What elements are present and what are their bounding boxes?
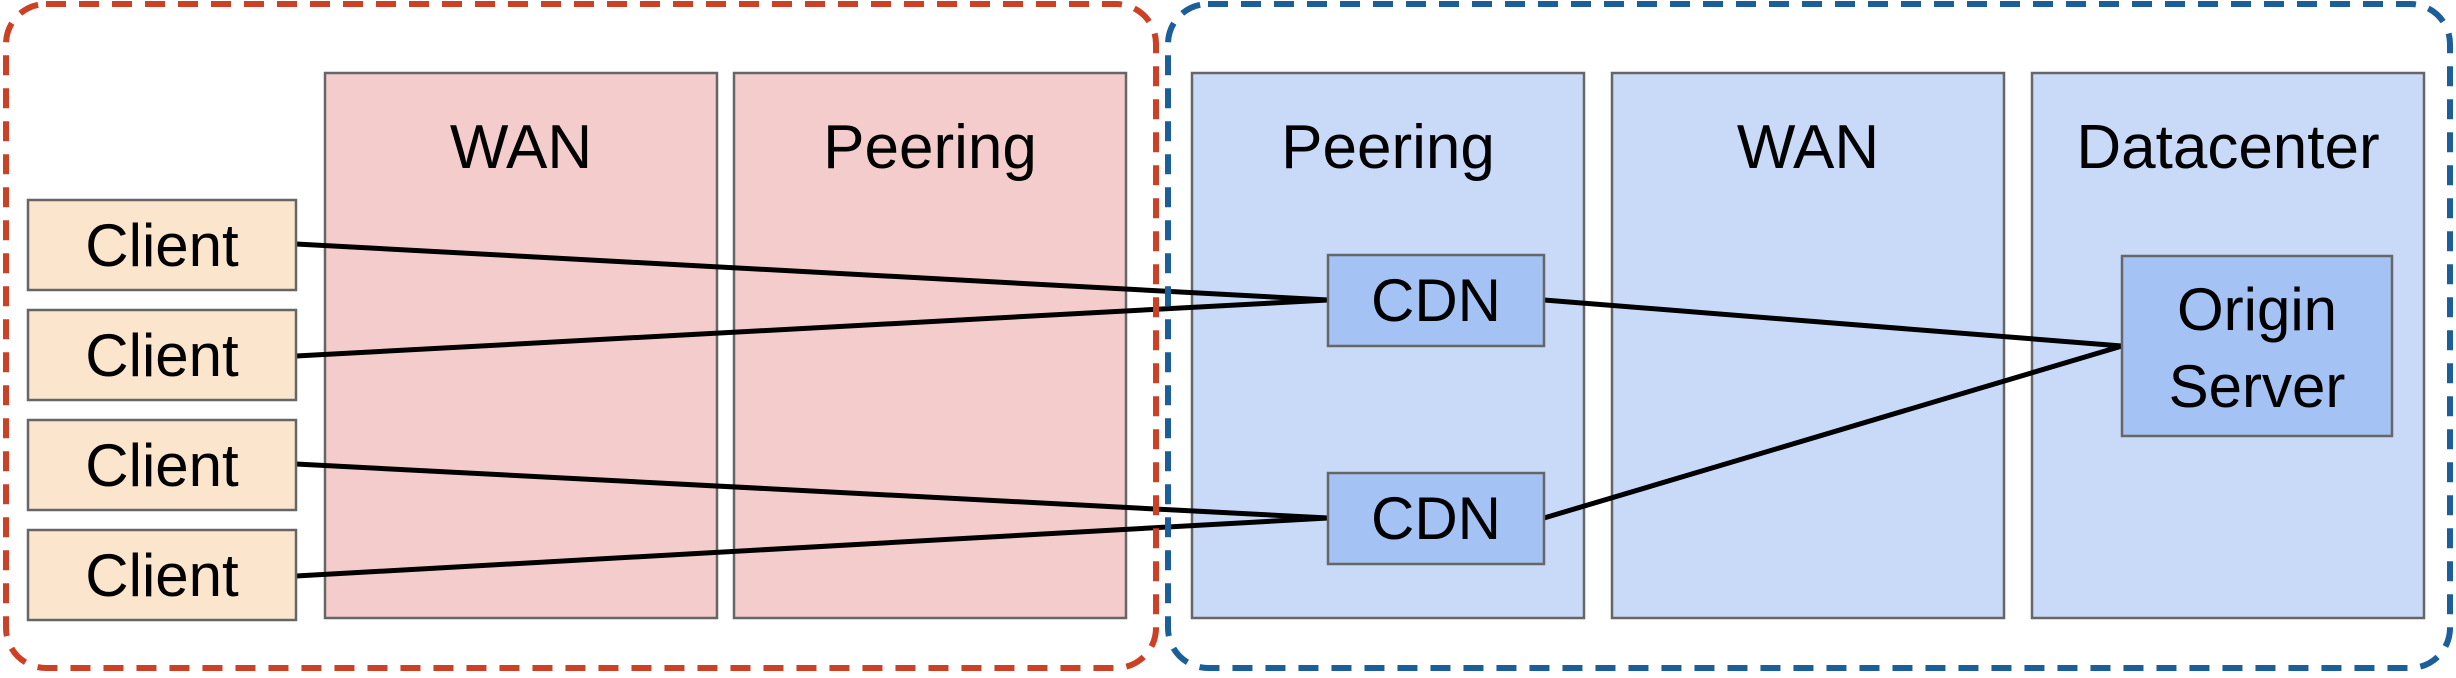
client-label: Client (85, 432, 239, 499)
client-side-group-border (3, 1, 1159, 671)
origin-server-node: Origin Server (2120, 254, 2394, 438)
client-label: Client (85, 212, 239, 279)
link-cdn2-origin (1543, 343, 2123, 521)
zone-peering-left (732, 71, 1128, 620)
zone-peering-left-label: Peering (823, 113, 1037, 182)
cdn-label: CDN (1371, 485, 1501, 552)
zone-datacenter-label: Datacenter (2076, 113, 2379, 182)
zone-peering-right-label: Peering (1281, 113, 1495, 182)
provider-side-group-border (1165, 1, 2453, 671)
zone-wan-right (1610, 71, 2006, 620)
link-cdn1-origin (1543, 297, 2123, 349)
client-node-1: Client (26, 198, 298, 292)
client-label: Client (85, 542, 239, 609)
origin-label-line1: Origin (2177, 276, 2337, 343)
client-node-4: Client (26, 528, 298, 622)
cdn-node-2: CDN (1326, 471, 1546, 566)
client-node-2: Client (26, 308, 298, 402)
zone-wan-right-label: WAN (1737, 113, 1879, 182)
cdn-node-1: CDN (1326, 253, 1546, 348)
client-node-3: Client (26, 418, 298, 512)
cdn-label: CDN (1371, 267, 1501, 334)
zone-wan-left-label: WAN (450, 113, 592, 182)
client-label: Client (85, 322, 239, 389)
link-client1-cdn1 (295, 241, 1329, 303)
link-client4-cdn2 (295, 515, 1329, 579)
origin-label-line2: Server (2169, 353, 2346, 420)
